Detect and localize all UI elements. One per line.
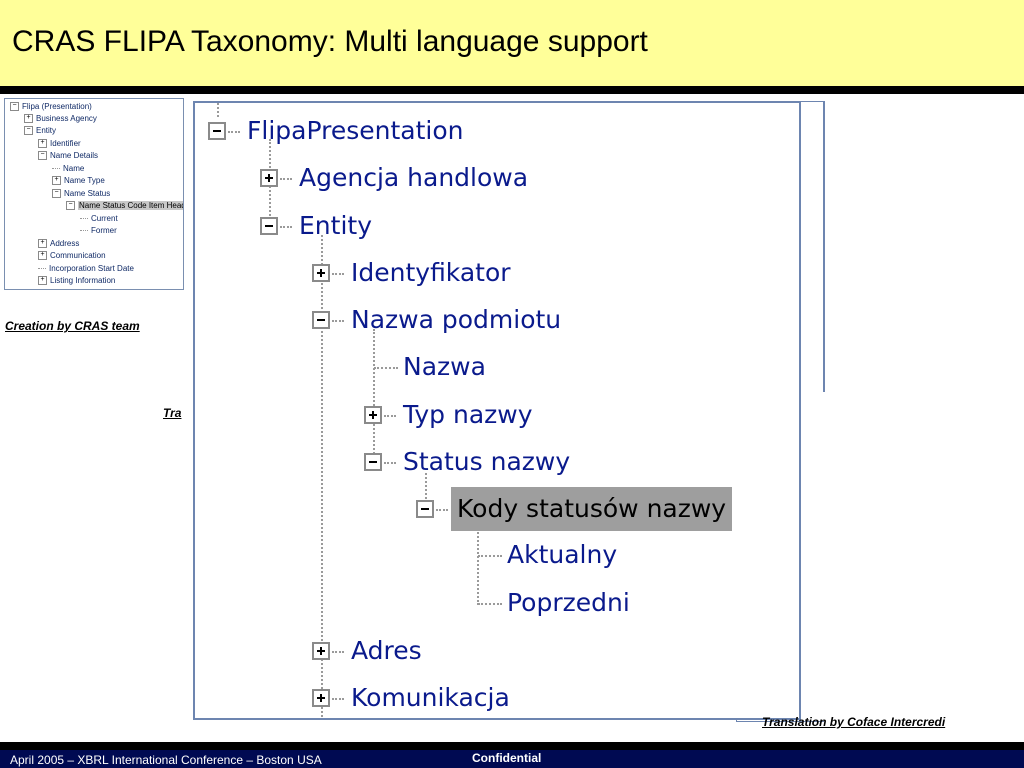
collapse-icon[interactable]: − — [66, 201, 75, 211]
tree-node-name-status-code-item-head[interactable]: −Name Status Code Item Head — [66, 200, 183, 212]
expand-icon[interactable] — [312, 264, 330, 282]
tree-connector — [478, 603, 502, 605]
footer-event-text: April 2005 – XBRL International Conferen… — [10, 753, 322, 767]
footer-divider — [0, 742, 1024, 750]
tree-guide-line — [269, 139, 271, 235]
tree-node-name-details[interactable]: −Name Details — [38, 150, 98, 162]
zoom-node-identyfikator[interactable]: Identyfikator — [351, 258, 511, 287]
tree-node-label: Listing Information — [50, 276, 116, 285]
tree-node-name-type[interactable]: +Name Type — [52, 175, 105, 187]
tree-node-label: Flipa (Presentation) — [22, 102, 92, 111]
expand-icon[interactable]: + — [24, 114, 33, 124]
tree-node-former[interactable]: Former — [80, 225, 117, 237]
tree-node-label: Name Type — [64, 176, 105, 185]
expand-icon[interactable] — [312, 689, 330, 707]
collapse-icon[interactable] — [416, 500, 434, 518]
zoom-node-flipa-presentation[interactable]: FlipaPresentation — [247, 116, 464, 145]
tree-node-entity[interactable]: −Entity — [24, 125, 56, 137]
collapse-icon[interactable]: − — [38, 151, 47, 161]
slide-title: CRAS FLIPA Taxonomy: Multi language supp… — [12, 25, 648, 58]
zoom-node-aktualny[interactable]: Aktualny — [507, 540, 618, 569]
tree-node-identifier[interactable]: +Identifier — [38, 138, 81, 150]
zoom-node-adres[interactable]: Adres — [351, 636, 422, 665]
tree-node-label: Business Agency — [36, 114, 97, 123]
expand-icon[interactable] — [364, 406, 382, 424]
expand-icon[interactable] — [260, 169, 278, 187]
tree-node-business-agency[interactable]: +Business Agency — [24, 113, 97, 125]
tree-node-label: Name Details — [50, 151, 99, 160]
tree-connector — [38, 268, 46, 270]
tree-connector — [332, 273, 344, 275]
tree-node-address[interactable]: +Address — [38, 238, 79, 250]
expand-icon[interactable]: + — [38, 239, 47, 249]
tree-node-flipa-presentation[interactable]: −Flipa (Presentation) — [10, 101, 92, 113]
tree-node-name[interactable]: Name — [52, 163, 84, 175]
tree-guide-line — [425, 473, 427, 503]
tree-node-label: Entity — [36, 126, 57, 135]
tree-node-label: Current — [91, 214, 118, 223]
creation-caption: Creation by CRAS team — [5, 319, 140, 333]
tree-guide-line — [321, 235, 323, 717]
zoom-node-poprzedni[interactable]: Poprzedni — [507, 588, 630, 617]
zoom-node-status-nazwy[interactable]: Status nazwy — [403, 447, 571, 476]
expand-icon[interactable]: + — [38, 251, 47, 261]
tree-connector — [332, 651, 344, 653]
tree-node-label: Identifier — [50, 139, 81, 148]
zoom-node-typ-nazwy[interactable]: Typ nazwy — [403, 400, 533, 429]
tree-node-incorporation-start-date[interactable]: Incorporation Start Date — [38, 263, 134, 275]
tree-connector — [384, 415, 396, 417]
tree-node-label: Former — [91, 226, 117, 235]
zoom-node-nazwa[interactable]: Nazwa — [403, 352, 486, 381]
collapse-icon[interactable]: − — [52, 189, 61, 199]
tree-node-communication[interactable]: +Communication — [38, 250, 106, 262]
translation-caption-partial: Tra — [163, 406, 182, 420]
expand-icon[interactable]: + — [38, 276, 47, 286]
tree-connector — [228, 131, 240, 133]
collapse-icon[interactable] — [312, 311, 330, 329]
zoom-tree-canvas: FlipaPresentation Agencja handlowa Entit… — [195, 103, 799, 718]
tree-connector — [384, 462, 396, 464]
tree-node-listing-information[interactable]: +Listing Information — [38, 275, 115, 287]
zoom-node-kody-statusow-nazwy[interactable]: Kody statusów nazwy — [451, 487, 733, 531]
collapse-icon[interactable]: − — [10, 102, 19, 112]
tree-connector — [478, 555, 502, 557]
tree-connector — [332, 320, 344, 322]
slide-header: CRAS FLIPA Taxonomy: Multi language supp… — [0, 0, 1024, 86]
collapse-icon[interactable]: − — [24, 126, 33, 136]
tree-connector — [52, 168, 60, 170]
tree-connector — [280, 226, 292, 228]
expand-icon[interactable] — [312, 642, 330, 660]
zoom-node-komunikacja[interactable]: Komunikacja — [351, 683, 510, 712]
zoom-node-agencja-handlowa[interactable]: Agencja handlowa — [299, 163, 529, 192]
tree-connector — [80, 230, 88, 232]
tree-connector — [332, 698, 344, 700]
tree-node-name-status[interactable]: −Name Status — [52, 188, 110, 200]
polish-tree-view[interactable]: FlipaPresentation Agencja handlowa Entit… — [193, 101, 801, 720]
tree-node-label: Name — [63, 164, 85, 173]
tree-node-label: Incorporation Start Date — [49, 264, 134, 273]
tree-node-label-selected: Name Status Code Item Head — [78, 201, 183, 210]
tree-connector — [374, 367, 398, 369]
footer-confidential-label: Confidential — [472, 751, 542, 765]
tree-connector — [80, 218, 88, 220]
tree-node-label: Communication — [50, 251, 106, 260]
tree-connector — [436, 509, 448, 511]
tree-node-current[interactable]: Current — [80, 213, 118, 225]
english-tree-view[interactable]: −Flipa (Presentation) +Business Agency −… — [4, 98, 184, 290]
collapse-icon[interactable] — [364, 453, 382, 471]
expand-icon[interactable]: + — [38, 139, 47, 149]
tree-connector — [280, 178, 292, 180]
tree-guide-line — [373, 329, 375, 457]
tree-node-label: Address — [50, 239, 80, 248]
collapse-icon[interactable] — [260, 217, 278, 235]
header-divider — [0, 86, 1024, 94]
expand-icon[interactable]: + — [52, 176, 61, 186]
tree-node-label: Name Status — [64, 189, 111, 198]
zoom-node-nazwa-podmiotu[interactable]: Nazwa podmiotu — [351, 305, 562, 334]
tree-guide-line — [217, 103, 219, 117]
translation-caption: Translation by Coface Intercredi — [762, 715, 946, 729]
collapse-icon[interactable] — [208, 122, 226, 140]
zoom-node-entity[interactable]: Entity — [299, 211, 372, 240]
tree-guide-line — [477, 521, 479, 605]
